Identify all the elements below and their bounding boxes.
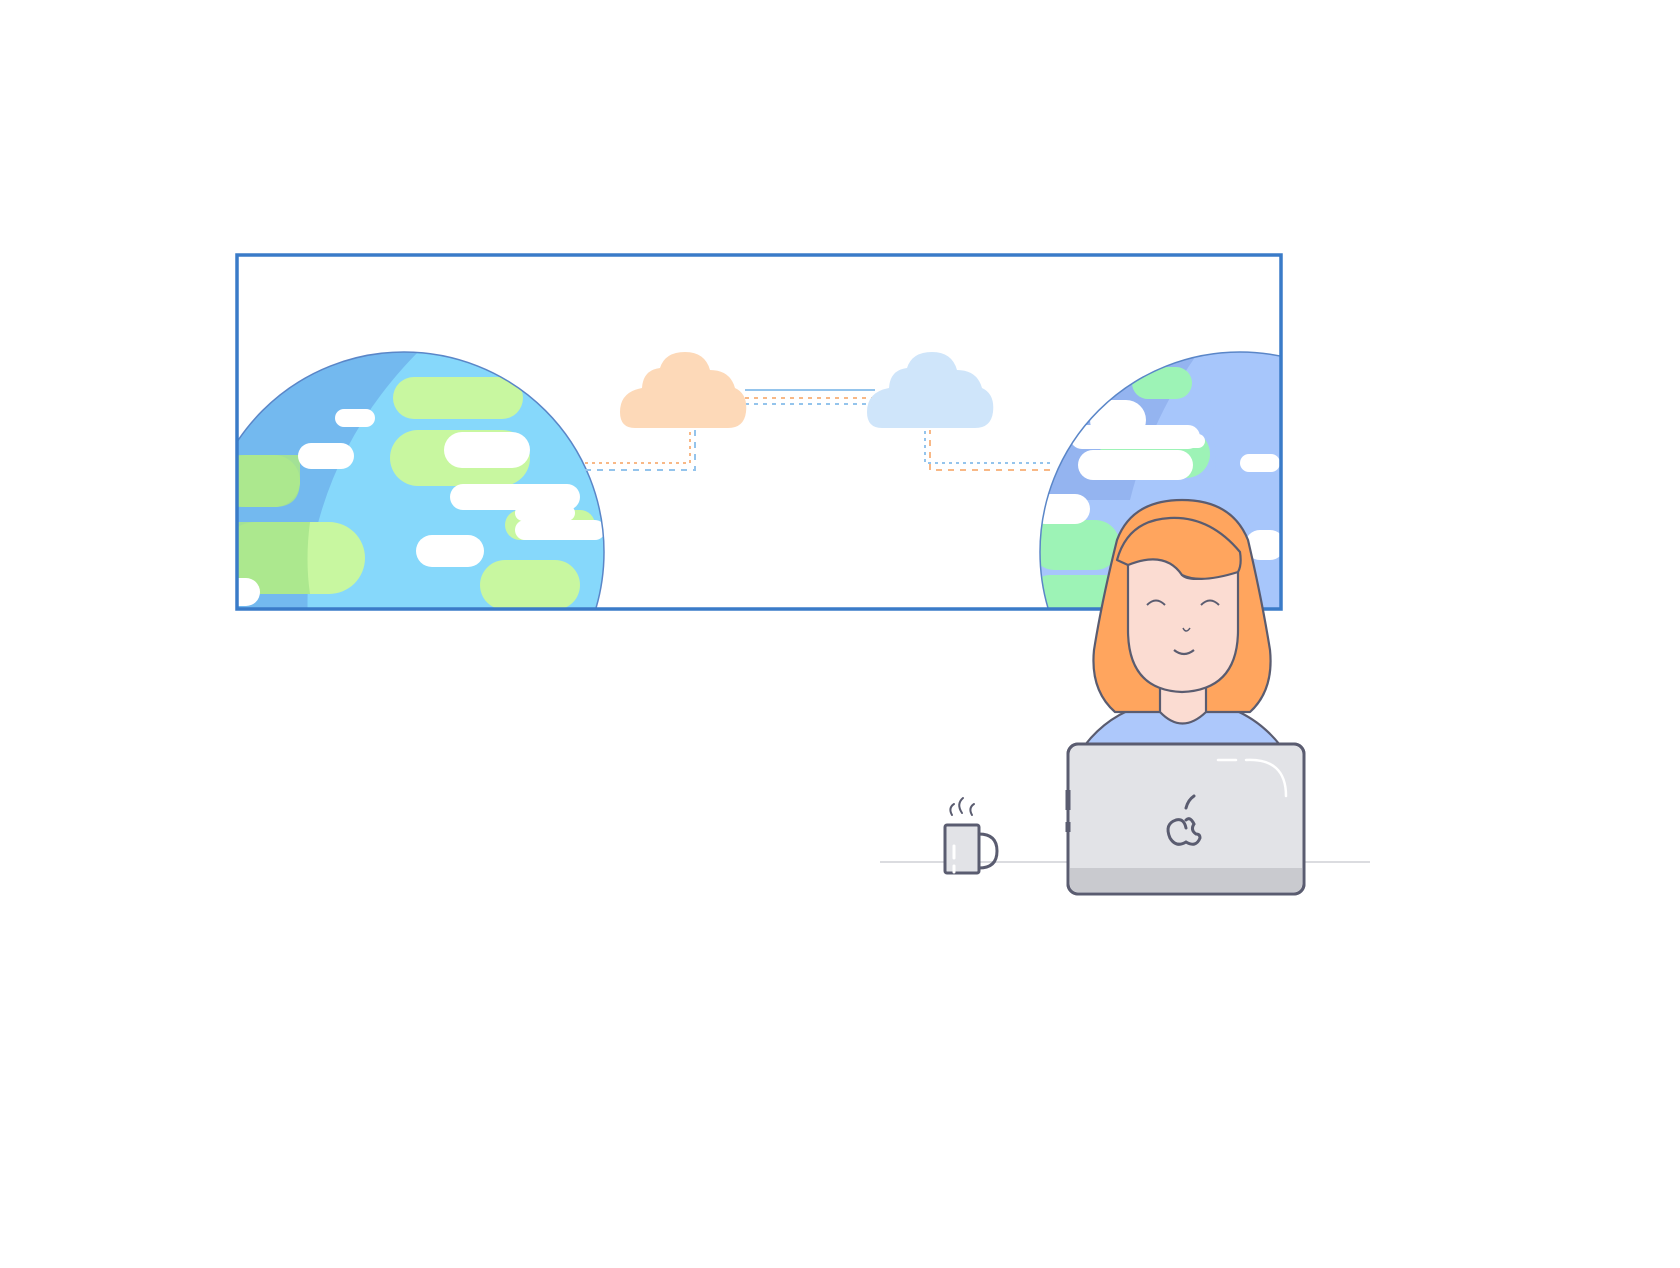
left-globe-icon bbox=[238, 351, 605, 608]
woman-avatar bbox=[1083, 498, 1282, 747]
laptop-icon bbox=[1065, 742, 1306, 896]
coffee-mug-icon bbox=[943, 797, 999, 875]
right-cloud-icon bbox=[867, 352, 994, 428]
left-cloud-icon bbox=[620, 352, 747, 428]
apple-logo-icon bbox=[1166, 794, 1202, 846]
connector-lines bbox=[585, 389, 1050, 471]
